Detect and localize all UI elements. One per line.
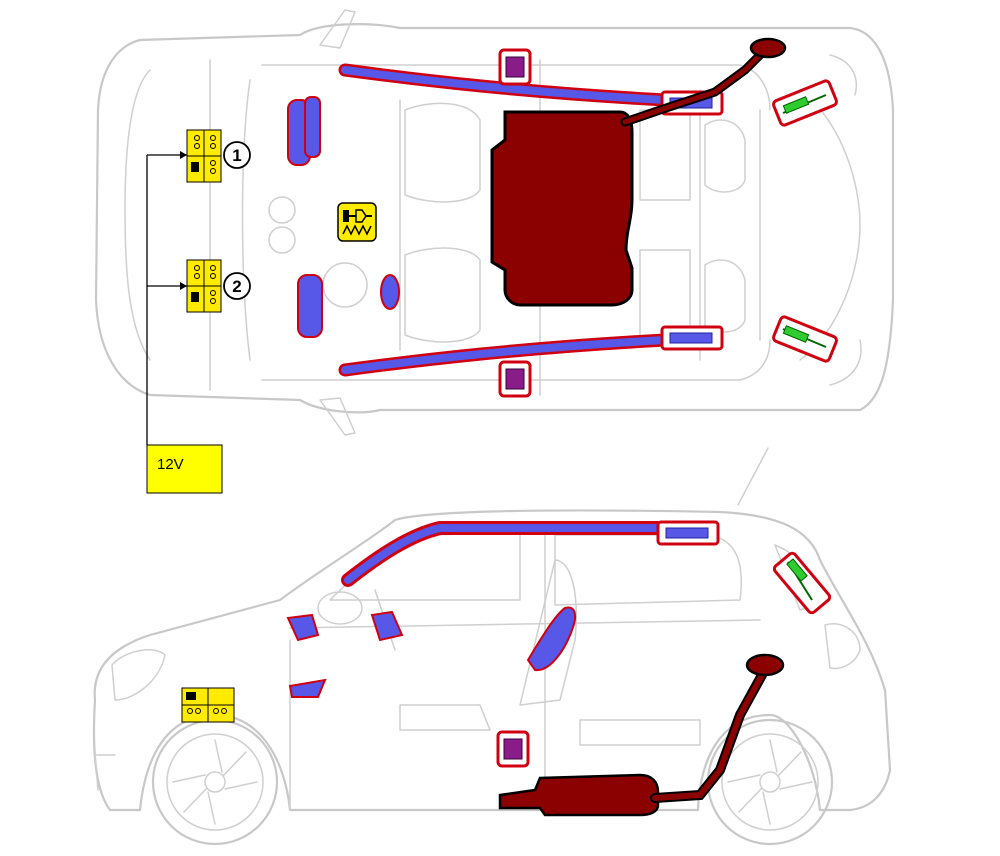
callout-leader-lines [146,151,187,445]
top-view: 1 2 12V [94,9,895,494]
top-mirror-left [319,9,356,49]
side-taillight [824,623,861,670]
front-wheel [151,718,279,846]
battery-icon [181,687,235,723]
side-view [92,447,892,846]
callout-2-number: 2 [232,277,241,296]
top-steering-wheel [322,262,368,308]
airbag-icon [370,610,404,642]
top-mirror-right [319,397,356,436]
callout-1-number: 1 [232,146,241,165]
crash-sensor-icon [498,360,532,398]
fuel-filler-icon [745,653,785,677]
gas-strut-icon [772,315,838,363]
callout-2: 2 [223,272,251,300]
battery-icon [186,129,222,183]
gas-generator-icon [660,325,724,351]
pyrotechnic-unit-icon [337,202,377,242]
airbag-icon [526,606,577,672]
voltage-label: 12V [157,456,184,473]
airbag-icon [297,274,323,338]
airbag-icon [288,678,327,698]
battery-icon [186,259,222,313]
airbag-icon [380,274,400,310]
side-seat [519,559,578,706]
curtain-airbag-side [341,521,677,587]
crash-sensor-icon [496,730,530,768]
gas-generator-icon [656,520,720,546]
top-body-outline [94,23,895,414]
side-headlight [111,649,166,701]
gas-strut-icon [772,79,838,127]
top-seat-front-left [404,102,481,203]
voltage-label-box: 12V [146,444,223,494]
top-seat-front-right [404,247,481,343]
callout-1: 1 [223,141,251,169]
crash-sensor-icon [498,48,532,86]
fuel-tank-icon [490,110,634,307]
side-antenna [737,447,769,506]
airbag-icon [286,613,320,642]
fuel-line-side [650,670,767,803]
fuel-tank-side [498,773,660,817]
gas-strut-icon [772,551,832,615]
fuel-filler-icon [749,37,787,59]
